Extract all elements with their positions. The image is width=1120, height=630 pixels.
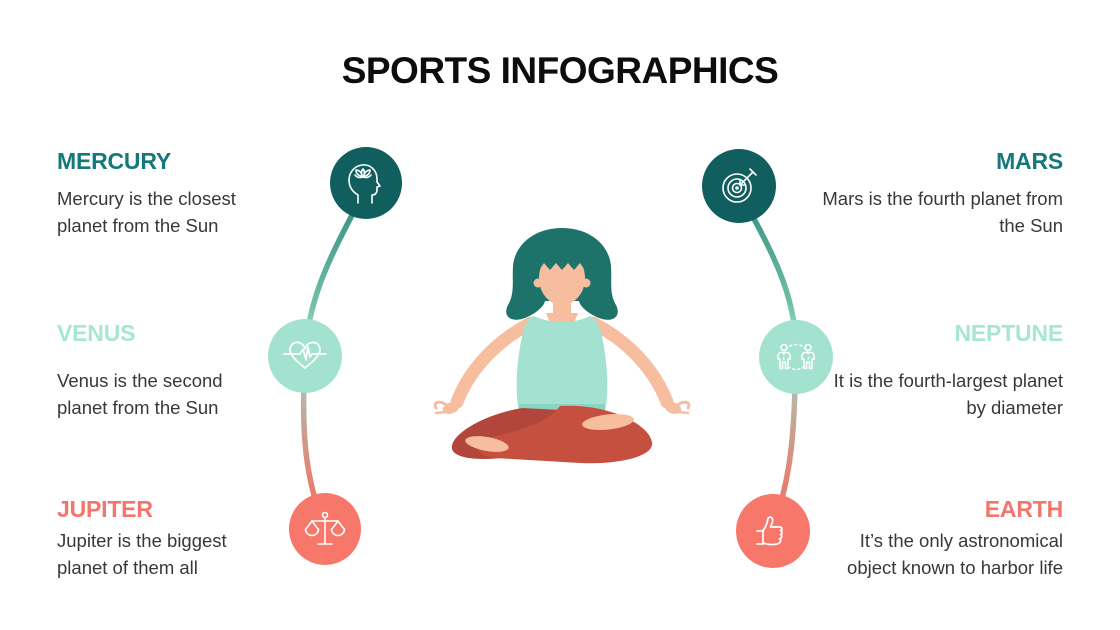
mars-circle bbox=[702, 149, 776, 223]
mercury-heading: MERCURY bbox=[57, 148, 172, 174]
left-arm bbox=[450, 316, 538, 409]
jupiter-circle bbox=[289, 493, 361, 565]
jupiter-description: Jupiter is the biggest planet of them al… bbox=[57, 530, 227, 579]
neptune-circle bbox=[759, 320, 833, 394]
earth-circle bbox=[736, 494, 810, 568]
meditating-person-illustration bbox=[433, 228, 691, 464]
thumbs-up-icon bbox=[756, 516, 783, 546]
mars-description: Mars is the fourth planet from the Sun bbox=[822, 188, 1063, 237]
earth-description: It’s the only astronomical object known … bbox=[847, 530, 1063, 579]
neptune-heading: NEPTUNE bbox=[954, 320, 1063, 346]
mercury-description: Mercury is the closest planet from the S… bbox=[57, 188, 236, 237]
jupiter-block: JUPITER Jupiter is the biggest planet of… bbox=[57, 496, 272, 582]
front-foot bbox=[582, 414, 634, 430]
social-distance-icon bbox=[776, 343, 816, 371]
left-ear bbox=[533, 278, 543, 288]
mars-block: MARS Mars is the fourth planet from the … bbox=[813, 148, 1063, 240]
venus-heading: VENUS bbox=[57, 320, 136, 346]
target-icon bbox=[722, 168, 757, 203]
left-hand bbox=[433, 400, 460, 415]
back-foot bbox=[465, 436, 509, 452]
mars-heading: MARS bbox=[996, 148, 1063, 174]
jupiter-heading: JUPITER bbox=[57, 496, 153, 522]
heart-rate-icon bbox=[283, 341, 327, 369]
tank-top bbox=[516, 316, 608, 412]
scales-icon bbox=[304, 511, 346, 545]
right-ear bbox=[581, 278, 591, 288]
venus-circle bbox=[268, 319, 342, 393]
venus-block: VENUS Venus is the second planet from th… bbox=[57, 320, 272, 422]
right-hand bbox=[664, 400, 691, 415]
earth-block: EARTH It’s the only astronomical object … bbox=[813, 496, 1063, 582]
fringe bbox=[539, 240, 585, 270]
earth-heading: EARTH bbox=[984, 496, 1063, 522]
neptune-description: It is the fourth-largest planet by diame… bbox=[833, 370, 1063, 419]
neptune-block: NEPTUNE It is the fourth-largest planet … bbox=[813, 320, 1064, 422]
venus-description: Venus is the second planet from the Sun bbox=[57, 370, 223, 419]
mercury-block: MERCURY Mercury is the closest planet fr… bbox=[57, 148, 272, 240]
page-title: SPORTS INFOGRAPHICS bbox=[341, 50, 779, 91]
mercury-circle bbox=[330, 147, 402, 219]
right-arm bbox=[586, 316, 674, 409]
mindfulness-icon bbox=[348, 164, 381, 204]
